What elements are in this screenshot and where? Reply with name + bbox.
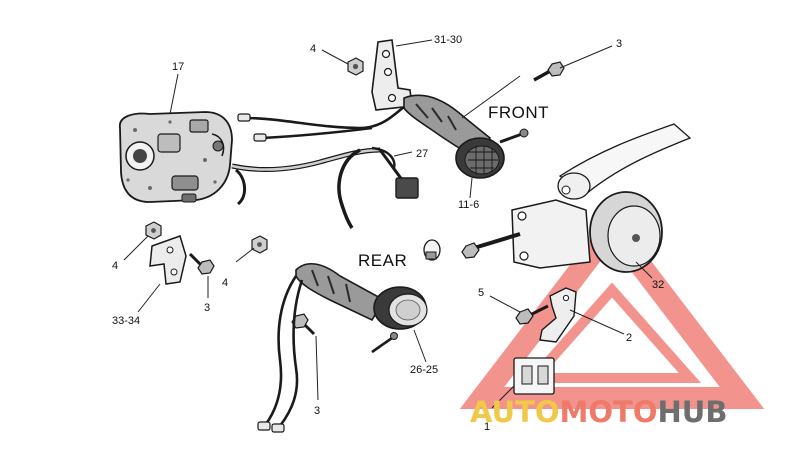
nut-top xyxy=(347,57,364,76)
horn-bolt xyxy=(461,232,521,259)
label-part-32: 32 xyxy=(652,279,664,291)
cable-loop xyxy=(337,148,361,229)
rear-bolt xyxy=(291,313,316,336)
rear-bulb xyxy=(423,239,441,261)
bolt-5 xyxy=(515,304,549,325)
rear-wires xyxy=(257,275,304,433)
horn-bracket xyxy=(511,199,591,269)
rear-lens-screw xyxy=(371,332,398,354)
bracket-2 xyxy=(539,287,577,343)
label-part-3-top: 3 xyxy=(616,38,622,50)
label-part-4-rear: 4 xyxy=(222,277,228,289)
handlebar-switch-housing xyxy=(119,111,233,203)
connector-block xyxy=(395,177,419,199)
terminal-block xyxy=(513,357,555,395)
bolt-left xyxy=(188,252,215,275)
label-part-3-left: 3 xyxy=(204,302,210,314)
watermark-triangle-icon xyxy=(459,209,765,409)
nut-left xyxy=(145,221,162,240)
label-part-5: 5 xyxy=(478,287,484,299)
watermark-auto: AUTOMOTOHUB xyxy=(470,395,727,429)
label-part-27: 27 xyxy=(416,148,428,160)
label-part-33-34: 33-34 xyxy=(112,315,140,327)
small-bracket xyxy=(149,235,187,285)
label-part-31-30: 31-30 xyxy=(434,34,462,46)
switch-cables xyxy=(231,147,406,206)
rear-indicator xyxy=(295,263,428,330)
nut-rear xyxy=(251,235,268,254)
top-bolt xyxy=(533,61,565,82)
front-screw xyxy=(499,128,529,144)
label-part-11-6: 11-6 xyxy=(458,199,479,211)
label-rear: REAR xyxy=(358,251,407,270)
label-part-2: 2 xyxy=(626,332,632,344)
label-part-4-left: 4 xyxy=(112,260,118,272)
label-front: FRONT xyxy=(488,103,549,122)
label-part-4-top: 4 xyxy=(310,43,316,55)
frame-tube xyxy=(557,123,692,200)
leader-lines xyxy=(123,39,653,409)
label-part-1: 1 xyxy=(484,421,490,433)
indicator-wires xyxy=(237,102,409,142)
horn xyxy=(589,191,663,273)
label-part-26-25: 26-25 xyxy=(410,364,438,376)
label-part-17: 17 xyxy=(172,61,184,73)
label-part-3-rear: 3 xyxy=(314,405,320,417)
front-indicator xyxy=(403,94,505,179)
watermark-logo: AUTOMOTOHUB xyxy=(470,395,727,429)
